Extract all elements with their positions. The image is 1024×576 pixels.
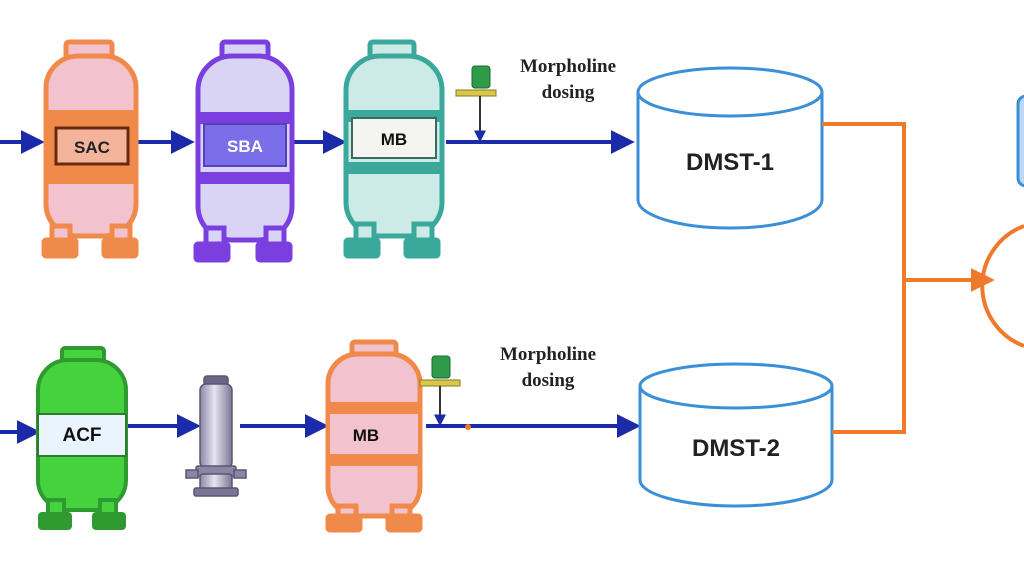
bottom-flow-lines: [0, 414, 641, 444]
mb2-vessel: [325, 339, 423, 533]
bottom-dosing-pump-icon: [419, 355, 471, 430]
right-edge-equipment: [980, 94, 1024, 348]
top-dosing-label-line1: Morpholine: [520, 56, 616, 77]
bottom-dosing-label-line1: Morpholine: [500, 344, 596, 365]
dmst1-tank: [636, 66, 824, 230]
mb2-label: MB: [353, 426, 379, 445]
mb2-label-box: [330, 414, 418, 454]
sba-label: SBA: [227, 137, 263, 156]
bottom-dosing-label-line2: dosing: [522, 370, 575, 391]
cartridge-filter-icon: [185, 375, 247, 497]
mb1-label: MB: [381, 130, 407, 149]
sac-vessel: [41, 39, 139, 259]
acf-label: ACF: [62, 425, 101, 446]
dmst1-outlet-line: [822, 122, 906, 280]
partial-blue-unit: [1016, 94, 1024, 188]
sac-label-box: [54, 126, 130, 166]
sba-vessel: [193, 39, 295, 263]
outlet-piping: [822, 122, 995, 434]
top-dosing-pump-icon: [455, 65, 497, 143]
partial-pump-circle: [980, 224, 1024, 348]
dmst1-label: DMST-1: [686, 149, 774, 176]
dmst2-tank: [638, 362, 834, 508]
mb1-vessel: [343, 39, 445, 259]
acf-vessel: [36, 346, 128, 530]
acf-label-box: [37, 413, 127, 457]
dmst2-label: DMST-2: [692, 435, 780, 462]
sac-label: SAC: [74, 138, 110, 157]
top-dosing-label-line2: dosing: [542, 82, 595, 103]
sba-label-box: [203, 123, 287, 167]
dmst2-outlet-line: [832, 280, 906, 434]
mb1-label-box: [351, 117, 437, 159]
